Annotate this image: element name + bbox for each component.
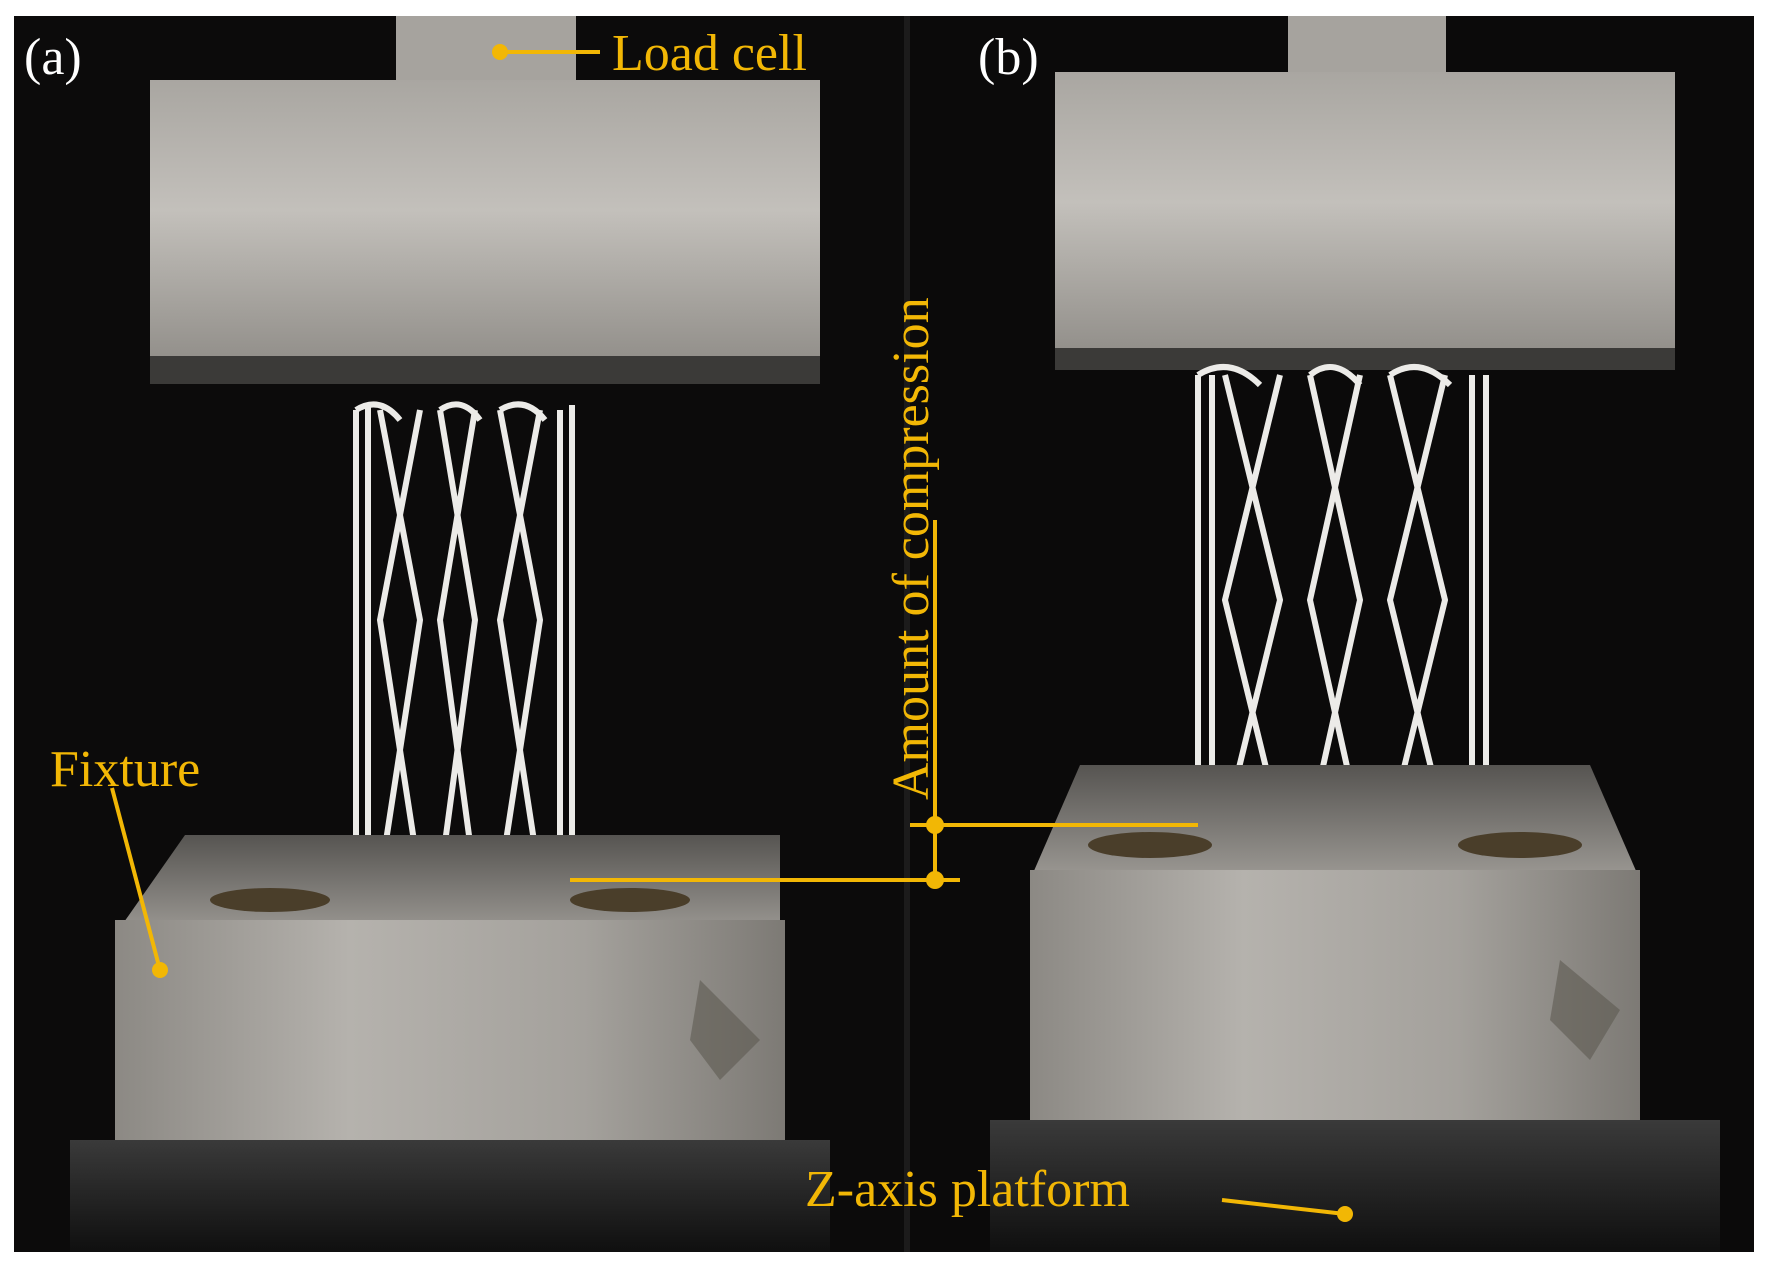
fixture-hole-b1: [1088, 832, 1212, 858]
z-axis-platform-b: [990, 1120, 1720, 1252]
compression-dot-top: [926, 816, 944, 834]
stent-a: [353, 401, 575, 889]
fixture-hole-a2: [570, 888, 690, 912]
load-cell-label: Load cell: [612, 25, 807, 82]
fixture-leader: [110, 787, 162, 971]
fixture-stain-a: [690, 980, 760, 1080]
fixture-hole-a1: [210, 888, 330, 912]
compression-dot-bottom: [926, 871, 944, 889]
fixture-block-b: [1030, 870, 1640, 1150]
load-cell-b: [1288, 16, 1446, 76]
upper-block-a-edge: [150, 356, 820, 384]
panel-label-a: (a): [24, 29, 82, 86]
upper-block-b: [1055, 72, 1675, 362]
upper-block-a: [150, 80, 820, 370]
fixture-top-b: [1030, 765, 1640, 880]
z-axis-dot: [1337, 1206, 1353, 1222]
fixture-stain-b: [1550, 960, 1620, 1060]
fixture-label: Fixture: [50, 741, 201, 798]
amount-of-compression-label: Amount of compression: [883, 297, 940, 800]
z-axis-leader: [1221, 1198, 1346, 1216]
fixture-hole-b2: [1458, 832, 1582, 858]
upper-block-b-edge: [1055, 348, 1675, 370]
load-cell-dot: [492, 44, 508, 60]
fixture-dot: [152, 962, 168, 978]
annotation-leaders: [110, 44, 1353, 1222]
panel-label-b: (b): [978, 29, 1039, 86]
panel-divider: [904, 16, 910, 1252]
z-axis-platform-label: Z-axis platform: [805, 1161, 1130, 1218]
stent-b: [1195, 364, 1489, 836]
z-axis-platform-a: [70, 1140, 830, 1252]
